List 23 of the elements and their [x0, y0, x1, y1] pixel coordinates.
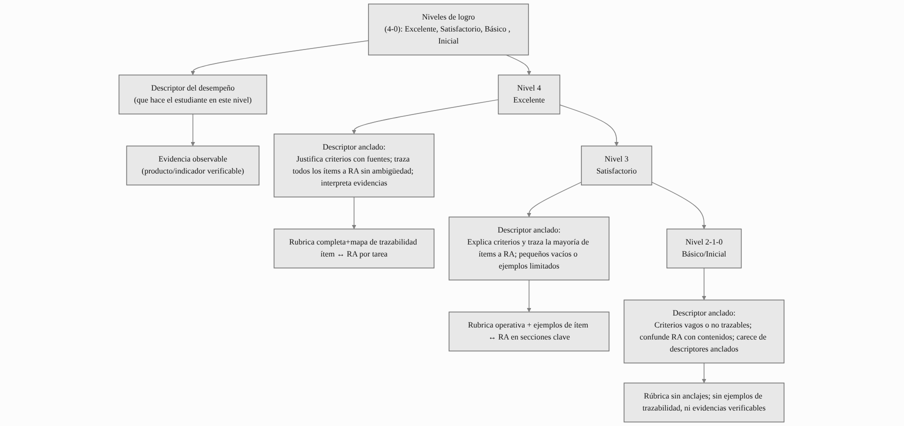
arrow [191, 40, 370, 76]
node-box: Nivel 2-1-0 Básico/Inicial [666, 228, 742, 268]
arrow [191, 114, 196, 146]
arrow [702, 268, 707, 300]
node-box: Descriptor anclado: Explica criterios y traza la mayoría de ítems a RA; pequeños vacíos o ejemplos limitados [449, 216, 610, 280]
node-box: Niveles de logro (4-0): Excelente, Satisfactorio, Básico , Inicial [368, 4, 530, 56]
node-box: Descriptor anclado: Criterios vagos o no trazables; confunde RA con contenidos; carece de descriptores anclados [624, 300, 785, 364]
arrow [352, 99, 500, 134]
node-box: Evidencia observable (producto/indicador verificable) [126, 146, 260, 186]
arrow [560, 104, 620, 146]
arrow [527, 280, 532, 312]
node-box: Nivel 4 Excelente [498, 74, 561, 114]
arrow [527, 182, 582, 218]
node-box: Rúbrica sin anclajes; sin ejemplos de trazabilidad, ni evidencias verificables [624, 382, 785, 422]
node-box: Rubrica operativa + ejemplos de ítem ↔ RA en secciones clave [449, 312, 610, 352]
node-box: Rubrica completa+mapa de trazabilidad ítem ↔ RA por tarea [274, 228, 435, 268]
arrow [506, 54, 532, 76]
node-box: Descriptor del desempeño (que hace el estudiante en este nivel) [119, 74, 268, 114]
node-box: Descriptor anclado: Justifica criterios con fuentes; traza todos los ítems a RA sin ambigüedad; interpreta evidencias [274, 134, 435, 198]
node-box: Nivel 3 Satisfactorio [581, 146, 653, 186]
arrow [702, 362, 707, 384]
arrow [352, 196, 357, 230]
arrow [652, 182, 707, 230]
